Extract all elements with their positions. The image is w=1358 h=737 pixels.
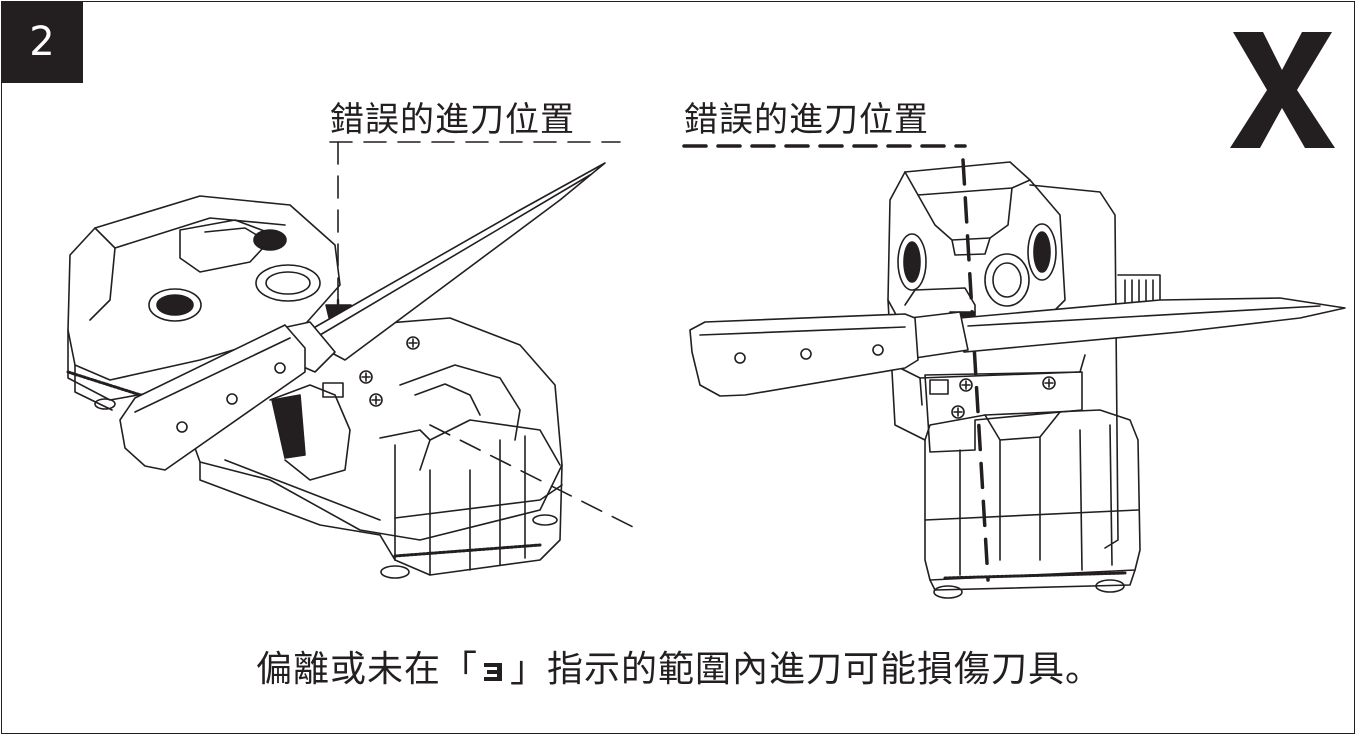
blade-slot-symbol-icon xyxy=(484,663,502,681)
right-sharpener xyxy=(887,161,1161,599)
right-leader-lines xyxy=(682,144,990,582)
wrong-position-label-left: 錯誤的進刀位置 xyxy=(330,100,575,140)
step-number: 2 xyxy=(29,19,55,65)
left-slot-axis xyxy=(429,424,636,529)
step-number-badge: 2 xyxy=(1,1,83,83)
left-leader-lines xyxy=(329,141,621,319)
left-knife xyxy=(119,162,606,471)
wrong-position-label-right: 錯誤的進刀位置 xyxy=(684,100,929,140)
caption-before: 偏離或未在「 xyxy=(255,649,478,690)
right-knife xyxy=(689,297,1346,397)
x-wrong-mark-icon xyxy=(1230,32,1335,148)
caption-after: 」指示的範圍內進刀可能損傷刀具。 xyxy=(510,649,1103,690)
caption: 偏離或未在「」指示的範圍內進刀可能損傷刀具。 xyxy=(0,640,1358,692)
